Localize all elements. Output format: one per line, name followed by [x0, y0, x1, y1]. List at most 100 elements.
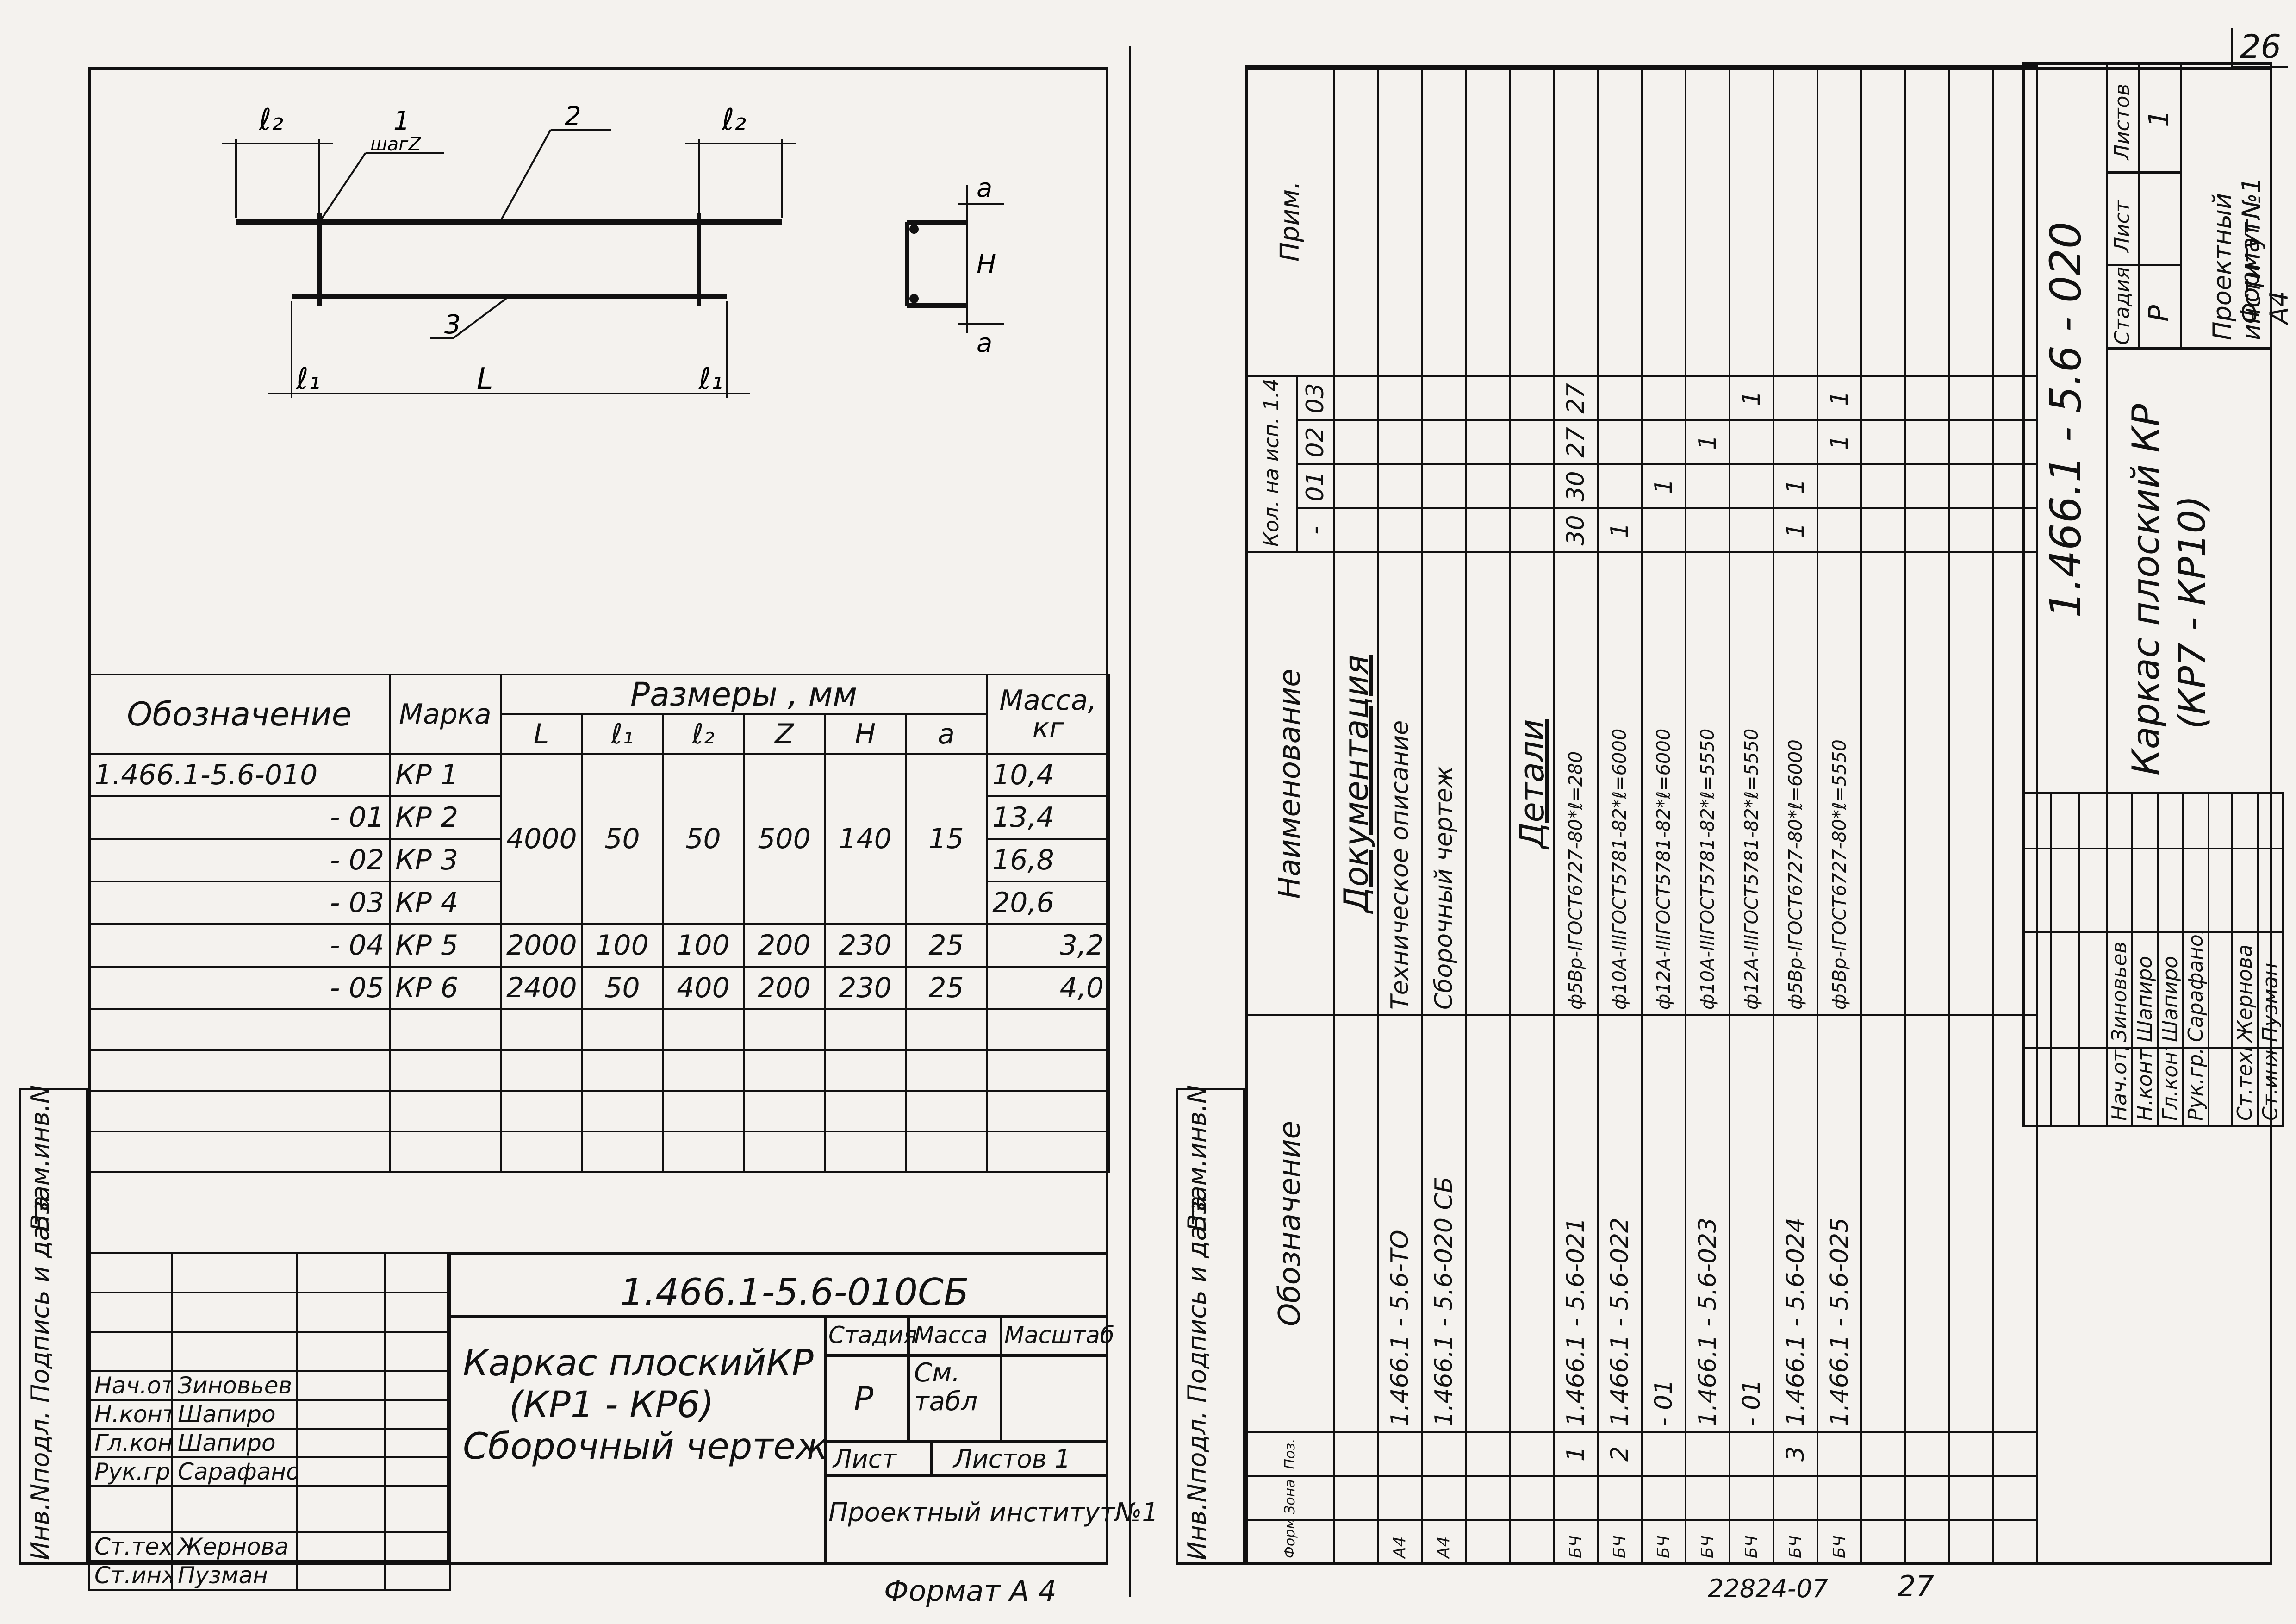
right-sheets-value: 1 — [2143, 109, 2175, 127]
spec-cell-qty — [1817, 464, 1861, 508]
spec-cell-format: БЧ — [1642, 1520, 1686, 1564]
spec-cell-qty — [1730, 508, 1773, 552]
th-l1: ℓ₁ — [581, 713, 664, 755]
spec-cell-pos — [1334, 1432, 1378, 1476]
spec-cell-qty — [1378, 508, 1422, 552]
spec-cell-qty — [1378, 420, 1422, 464]
signature — [2183, 849, 2209, 932]
spec-cell-qty — [1422, 464, 1466, 508]
right-sheet-label: Лист — [2110, 200, 2134, 252]
spec-cell-qty — [1510, 420, 1554, 464]
spec-cell-qty: 1 — [1817, 420, 1861, 464]
cell-mark: КР 3 — [389, 838, 502, 882]
spec-th-qty-2: 02 — [1297, 420, 1334, 464]
left-side-label-inv: Инв.Nподл. — [25, 1411, 55, 1560]
cell-H: 230 — [824, 966, 907, 1010]
spec-th-pos: Поз. — [1246, 1432, 1334, 1476]
left-stamp-title2: (КР1 - КР6) — [509, 1384, 714, 1426]
spec-cell-designation: - 01 — [1642, 1015, 1686, 1432]
stamp-person-row: Рук.гр.Сарафанова — [88, 1456, 451, 1487]
spec-cell-qty — [1422, 508, 1466, 552]
cell-Z: 200 — [743, 923, 826, 968]
right-side-strip — [1176, 1088, 1245, 1565]
left-stage-value: Р — [854, 1380, 874, 1418]
spec-cell-qty — [1510, 376, 1554, 420]
cell-L: 2000 — [500, 923, 583, 968]
right-stamp-rotated: Нач.отд.Зиновьев Н.контр.Шапиро Гл.контр… — [2022, 62, 2283, 1127]
left-side-strip — [19, 1088, 88, 1565]
spec-cell-pos — [1422, 1432, 1466, 1476]
spec-cell-name: ф10А-IIIГОСТ5781-82*ℓ=5550 — [1686, 552, 1730, 1015]
spec-cell-pos — [1378, 1432, 1422, 1476]
spec-cell-designation — [1466, 1015, 1510, 1432]
spec-cell-qty — [1598, 464, 1642, 508]
spec-th-format: Формат — [1246, 1520, 1334, 1564]
spec-cell-name: ф12А-IIIГОСТ5781-82*ℓ=6000 — [1642, 552, 1686, 1015]
spec-row: Детали — [1510, 66, 1554, 1564]
cell-H: 230 — [824, 923, 907, 968]
th-Z: Z — [743, 713, 826, 755]
dim-l2-left: ℓ₂ — [259, 103, 283, 137]
stamp-person-row: Нач.отд.Зиновьев — [2107, 793, 2132, 1126]
table-row: 1.466.1-5.6-010 КР 1 4000 50 50 500 140 … — [88, 753, 1111, 925]
th-l2: ℓ₂ — [662, 713, 745, 755]
left-side-label-replace: Взам.инв.N — [25, 1085, 55, 1231]
left-stamp-box — [447, 1252, 1108, 1565]
table-row: - 02 КР 3 16,8 — [88, 838, 1111, 882]
stamp-person-row: Ст.технолЖернова — [88, 1531, 451, 1562]
cell-H: 140 — [824, 753, 907, 925]
spec-cell-note — [1510, 66, 1554, 376]
cell-mark: КР 2 — [389, 795, 502, 840]
left-mass-value: См. табл — [914, 1358, 978, 1417]
spec-cell-qty — [1598, 376, 1642, 420]
spec-cell-qty — [1466, 420, 1510, 464]
spec-cell-qty — [1378, 376, 1422, 420]
cell-l2: 100 — [662, 923, 745, 968]
dim-l1-left: ℓ₁ — [296, 362, 320, 396]
right-spec-rotated: Формат Зона Поз. Обозначение Наименовани… — [1245, 66, 2037, 1565]
signature — [296, 1531, 386, 1562]
left-org: Проектный институт№1 — [828, 1498, 1158, 1528]
footer-number: 22824-07 — [1708, 1574, 1828, 1603]
spec-cell-name: Детали — [1510, 552, 1554, 1015]
spec-cell-zone — [1642, 1476, 1686, 1520]
spec-cell-note — [1554, 66, 1598, 376]
spec-cell-pos: 1 — [1554, 1432, 1598, 1476]
spec-cell-format — [1466, 1520, 1510, 1564]
cell-mass: 10,4 — [986, 753, 1111, 797]
spec-cell-qty: 1 — [1730, 376, 1773, 420]
signature — [296, 1560, 386, 1591]
cell-Z: 500 — [743, 753, 826, 925]
spec-cell-name: ф5Вр-IГОСТ6727-80*ℓ=5550 — [1817, 552, 1861, 1015]
footer-page: 27 — [1898, 1569, 1934, 1603]
spec-cell-format: А4 — [1378, 1520, 1422, 1564]
spec-cell-note — [1466, 66, 1510, 376]
spec-cell-zone — [1334, 1476, 1378, 1520]
spec-cell-name: Документация — [1334, 552, 1378, 1015]
spec-cell-pos: 2 — [1598, 1432, 1642, 1476]
spec-cell-designation: - 01 — [1730, 1015, 1773, 1432]
th-sizes: Размеры , мм — [499, 674, 988, 715]
spec-cell-zone — [1773, 1476, 1817, 1520]
signature — [2107, 849, 2132, 932]
stamp-person-row: Гл.контрШапиро — [88, 1428, 451, 1458]
spec-cell-format: БЧ — [1817, 1520, 1861, 1564]
dim-a-top: a — [977, 173, 992, 203]
spec-cell-note — [1686, 66, 1730, 376]
signature — [2232, 849, 2258, 932]
stamp-person-row: Н.контрШапиро — [88, 1399, 451, 1430]
cell-l2: 50 — [662, 753, 745, 925]
spec-cell-qty: 30 — [1554, 464, 1598, 508]
left-stamp-title3: Сборочный чертеж — [463, 1426, 828, 1468]
spec-cell-qty: 27 — [1554, 376, 1598, 420]
spec-cell-zone — [1686, 1476, 1730, 1520]
spec-cell-zone — [1598, 1476, 1642, 1520]
spec-cell-zone — [1510, 1476, 1554, 1520]
left-stamp-code: 1.466.1-5.6-010СБ — [620, 1271, 969, 1314]
center-divider — [1129, 46, 1131, 1597]
spec-cell-qty — [1334, 508, 1378, 552]
